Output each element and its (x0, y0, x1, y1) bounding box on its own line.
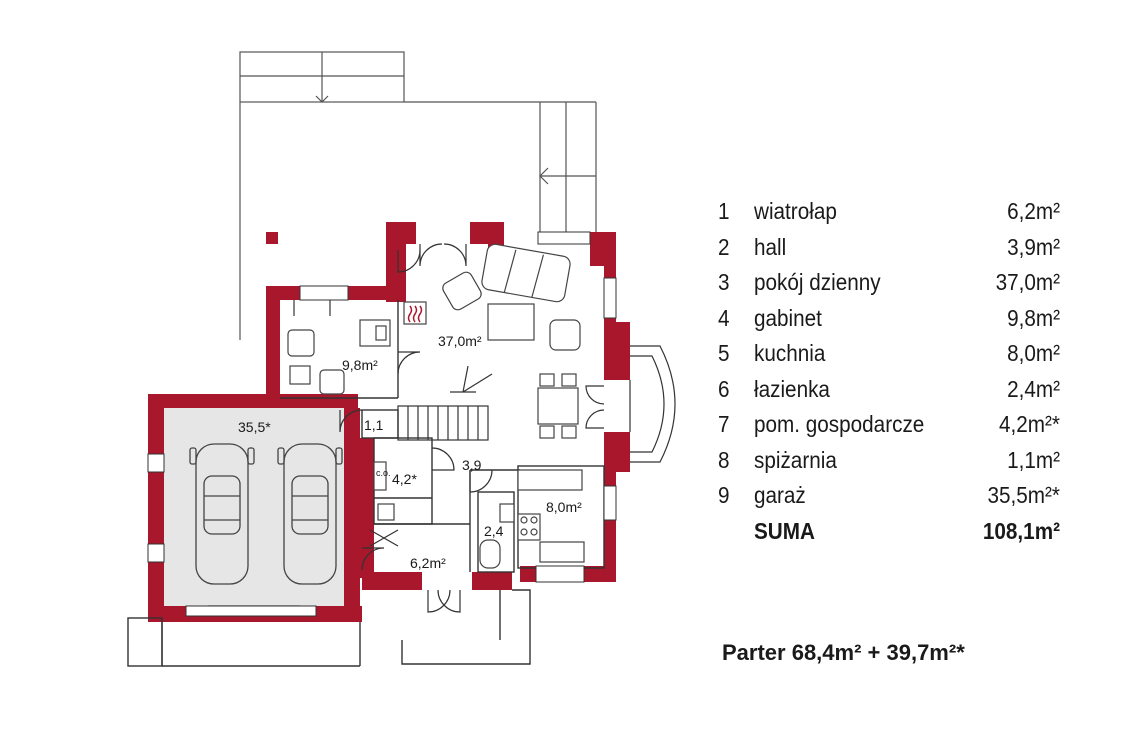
armchair (549, 319, 581, 351)
label-spizarnia: 1,1 (364, 417, 384, 433)
kitchen-counter (517, 469, 583, 491)
label-hall: 3,9 (462, 457, 482, 473)
legend-row-name: garaż (754, 482, 806, 508)
label-garage: 35,5* (238, 419, 271, 435)
legend-row: 8 spiżarnia 1,1m² (718, 443, 1060, 479)
bay-window (629, 345, 676, 463)
floor-plan: 35,5* 9,8m² 37,0m² 1,1 4,2* 3,9 2,4 8,0m… (127, 51, 676, 667)
coffee-table (487, 303, 535, 341)
legend-row-number: 5 (718, 340, 730, 366)
fireplace-icon (407, 305, 423, 323)
legend-row: 6 łazienka 2,4m² (718, 372, 1060, 408)
legend-row-number: 1 (718, 198, 730, 224)
legend-row-name: kuchnia (754, 340, 826, 366)
legend-row-area: 8,0m² (1007, 340, 1060, 366)
legend-row: 7 pom. gospodarcze 4,2m²* (718, 407, 1060, 443)
armchair (442, 271, 482, 311)
label-vestibule: 6,2m² (410, 555, 446, 571)
terrace (239, 51, 597, 340)
legend-row-number: 4 (718, 304, 730, 331)
legend-row-name: pokój dzienny (754, 269, 881, 295)
legend-row-number: 3 (718, 269, 730, 295)
interior-lines (127, 300, 605, 667)
legend-row-name: pom. gospodarcze (754, 411, 925, 437)
legend-row-number: 7 (718, 411, 730, 437)
legend-row-number: 2 (718, 233, 730, 260)
sofa (481, 243, 571, 303)
legend-row-area: 2,4m² (1007, 375, 1060, 402)
label-bathroom: 2,4 (484, 523, 504, 539)
legend-row-name: wiatrołap (754, 198, 837, 224)
label-office: 9,8m² (342, 357, 378, 373)
room-area-legend: 1 wiatrołap 6,2m² 2 hall 3,9m² 3 pokój d… (718, 194, 1060, 549)
legend-row: 5 kuchnia 8,0m² (718, 336, 1060, 372)
legend-row-number: 9 (718, 482, 730, 508)
label-co: c.o. (376, 468, 391, 478)
legend-row-name: gabinet (754, 304, 822, 331)
legend-row-area: 6,2m² (1007, 198, 1060, 224)
legend-row: 3 pokój dzienny 37,0m² (718, 265, 1060, 301)
label-kitchen: 8,0m² (546, 499, 582, 515)
furniture (287, 243, 585, 569)
legend-row-number: 8 (718, 446, 730, 473)
legend-row-area: 1,1m² (1007, 446, 1060, 473)
label-utility: 4,2* (392, 471, 417, 487)
legend-row-area: 3,9m² (1007, 233, 1060, 260)
legend-row: 9 garaż 35,5m²* (718, 478, 1060, 514)
label-living: 37,0m² (438, 333, 482, 349)
garage-floor (162, 408, 360, 606)
legend-row: 2 hall 3,9m² (718, 230, 1060, 266)
legend-row-area: 35,5m²* (987, 482, 1060, 508)
stairs (397, 405, 489, 441)
windows (147, 231, 617, 617)
legend-row-area: 4,2m²* (999, 411, 1060, 437)
legend-row-name: spiżarnia (754, 446, 837, 473)
floor-summary: Parter 68,4m² + 39,7m²* (722, 640, 965, 665)
legend-sum-value: 108,1m² (982, 517, 1060, 544)
legend-row-number: 6 (718, 375, 730, 402)
car-right (277, 443, 343, 585)
car-left (189, 443, 255, 585)
legend-row-name: hall (754, 233, 787, 260)
legend-row: 4 gabinet 9,8m² (718, 301, 1060, 337)
legend-sum-label: SUMA (754, 517, 815, 544)
legend-row-area: 37,0m² (995, 269, 1060, 295)
legend-sum-row: SUMA 108,1m² (718, 514, 1060, 550)
lamp (450, 365, 493, 393)
legend-row: 1 wiatrołap 6,2m² (718, 194, 1060, 230)
legend-row-name: łazienka (754, 375, 830, 402)
dining-table (537, 387, 579, 425)
chimney (266, 232, 278, 244)
legend-row-area: 9,8m² (1007, 304, 1060, 331)
